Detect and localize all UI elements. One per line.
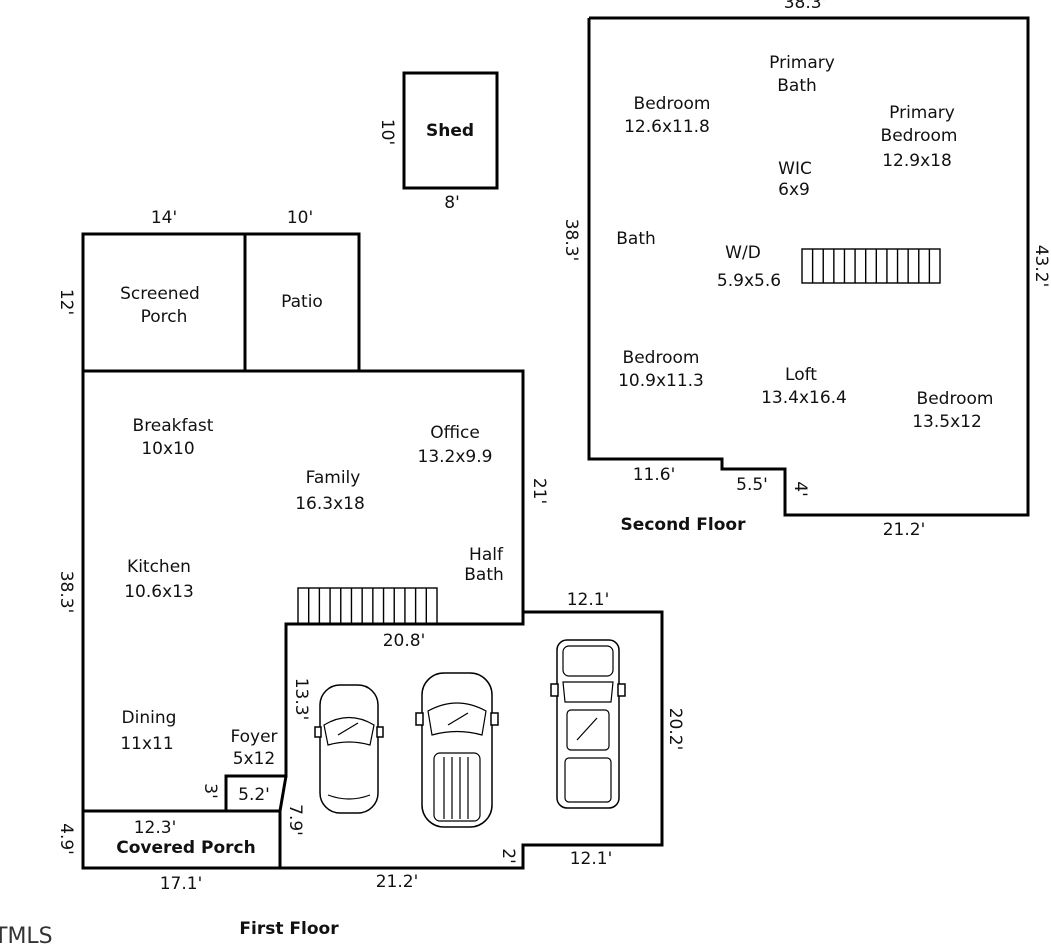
dim-garage-step: 2' [498, 848, 518, 864]
family-label: Family [306, 468, 361, 488]
kitchen-size: 10.6x13 [124, 582, 194, 602]
dining-label: Dining [122, 708, 177, 728]
second-floor-title: Second Floor [621, 515, 747, 535]
office-size: 13.2x9.9 [418, 447, 493, 467]
car-right [550, 639, 626, 809]
bath-label: Bath [616, 229, 656, 249]
dim-covered-porch-top: 12.3' [134, 818, 177, 838]
bedroom-se-label: Bedroom [917, 389, 994, 409]
garage-outline [278, 610, 664, 870]
patio-label: Patio [281, 292, 323, 312]
dim-patio-width: 10' [287, 208, 313, 228]
office-label: Office [430, 423, 480, 443]
wic-size: 6x9 [778, 180, 810, 200]
wic-label: WIC [778, 159, 812, 179]
bedroom-nw-size: 12.6x11.8 [624, 117, 710, 137]
dim-garage-bottom: 21.2' [376, 872, 419, 892]
foyer-label: Foyer [230, 727, 277, 747]
covered-porch-label: Covered Porch [116, 838, 255, 858]
dim-second-step-w: 5.5' [736, 475, 768, 495]
dim-east-wall: 21' [529, 478, 549, 504]
tmls-logo: TMLS [0, 924, 53, 945]
dim-foyer-left: 7.9' [285, 804, 305, 836]
dim-garage-top: 20.8' [383, 631, 426, 651]
half-bath-label-1: Half [469, 545, 504, 565]
primary-bedroom-size: 12.9x18 [882, 151, 952, 171]
second-floor-walls [587, 16, 1030, 517]
breakfast-label: Breakfast [133, 416, 214, 436]
dim-shed-depth: 10' [377, 119, 397, 145]
dim-shed-width: 8' [444, 193, 460, 213]
dim-second-top: 38.3' [784, 0, 827, 13]
bedroom-sw-size: 10.9x11.3 [618, 371, 704, 391]
dim-second-bottom-left: 11.6' [633, 465, 676, 485]
screened-porch-label-2: Porch [141, 307, 188, 327]
dim-front-bottom: 17.1' [160, 874, 203, 894]
dim-west-wall: 38.3' [56, 571, 76, 614]
stair-outline [297, 587, 438, 625]
bedroom-nw-label: Bedroom [634, 94, 711, 114]
dim-garage-top-right: 12.1' [567, 590, 610, 610]
primary-bedroom-label-2: Bedroom [881, 126, 958, 146]
dim-second-step-h: 4' [790, 481, 810, 497]
second-floor-stairs [801, 248, 941, 284]
dim-second-right: 43.2' [1031, 245, 1051, 288]
primary-bedroom-label-1: Primary [889, 103, 955, 123]
first-floor-stairs [297, 587, 438, 625]
car-middle [415, 672, 499, 828]
primary-bath-label-2: Bath [777, 76, 817, 96]
dim-foyer-step-w: 5.2' [238, 785, 270, 805]
dim-porch-width: 14' [151, 208, 177, 228]
kitchen-label: Kitchen [127, 557, 191, 577]
half-bath-label-2: Bath [464, 565, 504, 585]
shed-outline [402, 71, 499, 190]
bedroom-sw-label: Bedroom [623, 348, 700, 368]
dim-second-bottom-right: 21.2' [883, 520, 926, 540]
dining-size: 11x11 [120, 734, 173, 754]
first-floor-walls [81, 71, 664, 870]
dim-garage-left: 13.3' [291, 678, 311, 721]
dim-porch-depth: 12' [56, 289, 76, 315]
car-left [314, 684, 384, 814]
dim-garage-right: 20.2' [665, 708, 685, 751]
primary-bath-label-1: Primary [769, 53, 835, 73]
shed-label: Shed [426, 121, 474, 141]
stair-outline [801, 248, 941, 284]
first-floor-title: First Floor [239, 919, 339, 939]
screened-porch-label-1: Screened [120, 284, 200, 304]
dim-garage-bottom-right: 12.1' [570, 849, 613, 869]
wd-size: 5.9x5.6 [717, 271, 781, 291]
wd-label: W/D [725, 243, 761, 263]
foyer-size: 5x12 [233, 749, 276, 769]
bedroom-se-size: 13.5x12 [912, 412, 982, 432]
family-size: 16.3x18 [295, 494, 365, 514]
loft-label: Loft [785, 365, 817, 385]
second-floor-outline [587, 16, 1030, 517]
breakfast-size: 10x10 [141, 439, 194, 459]
dim-foyer-step-h: 3' [200, 783, 220, 799]
dim-second-left: 38.3' [561, 219, 581, 262]
dim-covered-porch-side: 4.9' [56, 823, 76, 855]
loft-size: 13.4x16.4 [761, 388, 847, 408]
